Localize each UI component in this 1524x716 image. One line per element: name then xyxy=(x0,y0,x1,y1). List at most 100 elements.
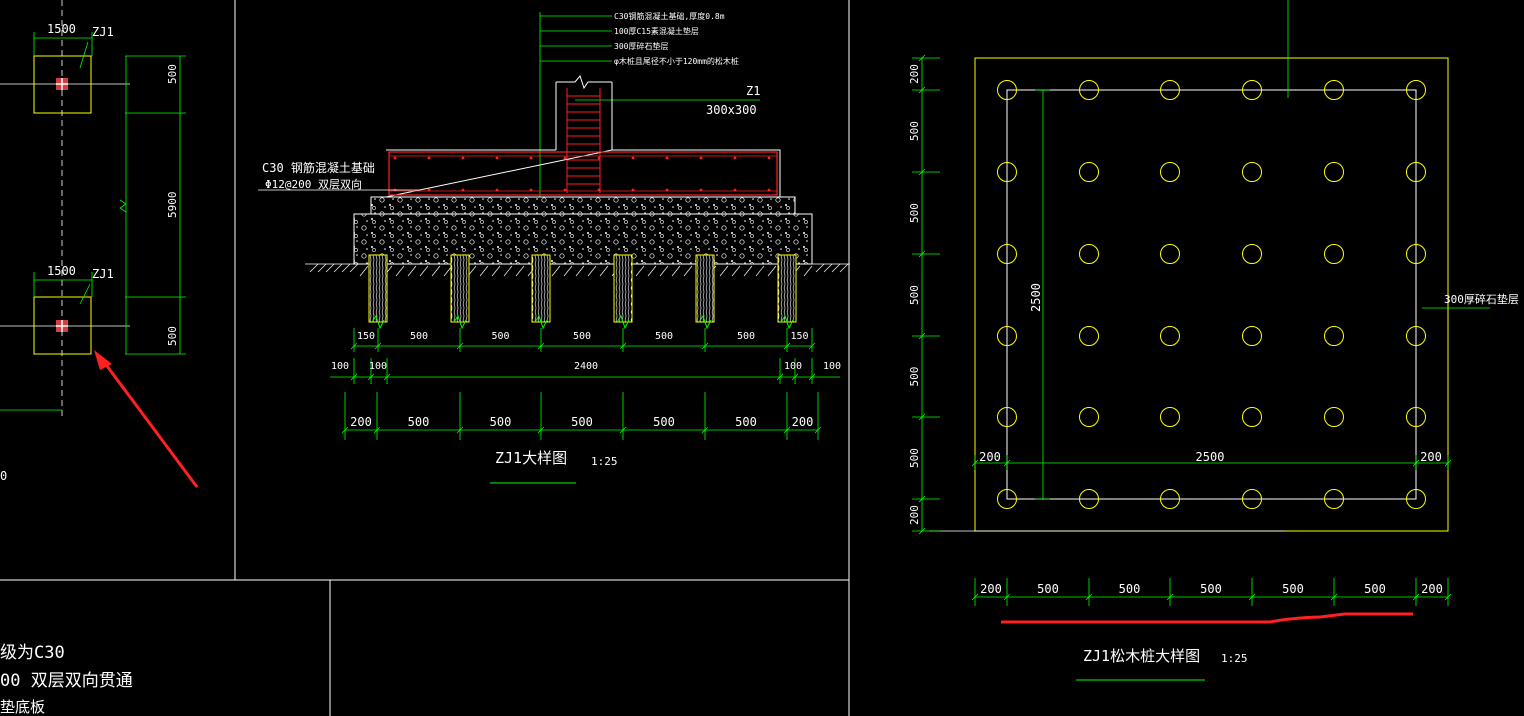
section-scale: 1:25 xyxy=(591,455,618,468)
section-detail: C30钢筋混凝土基础,厚度0.8m 100厚C15素混凝土垫层 300厚碎石垫层… xyxy=(258,11,850,484)
dim-500-top-left: 500 xyxy=(166,64,179,84)
red-underline-stroke xyxy=(1001,612,1413,624)
plan-bottom-dim-2: 500 xyxy=(1119,582,1141,596)
dim-5900: 5900 xyxy=(166,192,179,219)
pile-circle-r5-c0 xyxy=(997,489,1017,509)
pile-plan: 200 500 500 500 500 500 200 200 2500 200 200 500 500… xyxy=(908,0,1519,681)
plan-left-dim-4: 500 xyxy=(908,367,921,387)
pile-circle-r5-c1 xyxy=(1079,489,1099,509)
section-dim-row1-4: 500 xyxy=(655,331,673,342)
pile-circles xyxy=(997,80,1426,509)
section-dim-row2-1: 100 xyxy=(369,361,387,372)
rebar-note-1: C30 钢筋混凝土基础 xyxy=(262,160,375,175)
column-marker-top xyxy=(56,78,68,90)
section-dim-row3-2: 500 xyxy=(490,415,512,429)
pile-circle-r5-c3 xyxy=(1242,489,1262,509)
pile-circle-r0-c5 xyxy=(1406,80,1426,100)
section-dim-row3-1: 500 xyxy=(408,415,430,429)
plan-left-dim-6: 200 xyxy=(908,505,921,525)
pile-circle-r1-c3 xyxy=(1242,162,1262,182)
plan-dimension-lines xyxy=(912,54,1452,606)
section-dim-row1-0: 150 xyxy=(357,331,375,342)
pile-circle-r3-c1 xyxy=(1079,326,1099,346)
callout-3: 300厚碎石垫层 xyxy=(614,41,668,51)
column-section xyxy=(555,74,613,193)
section-title: ZJ1大样图 xyxy=(495,449,567,467)
column-stirrups xyxy=(567,95,600,185)
dim-1500-bottom: 1500 xyxy=(47,264,76,278)
plan-mid-dim-2: 200 xyxy=(1420,450,1442,464)
pile-circle-r0-c4 xyxy=(1324,80,1344,100)
section-dim-row1-6: 150 xyxy=(790,331,808,342)
dim-1500-top: 1500 xyxy=(47,22,76,36)
callout-1: C30钢筋混凝土基础,厚度0.8m xyxy=(614,11,725,21)
left-plan-panel: 1500 ZJ1 1500 ZJ1 500 5900 500 0 xyxy=(0,0,199,488)
pile-circle-r4-c5 xyxy=(1406,407,1426,427)
pile-circle-r1-c4 xyxy=(1324,162,1344,182)
rebar-note-2: Φ12@200 双层双向 xyxy=(265,177,362,191)
pile-circle-r1-c1 xyxy=(1079,162,1099,182)
section-dim-row3-4: 500 xyxy=(653,415,675,429)
dim-500-bottom-left: 500 xyxy=(166,326,179,346)
pile-circle-r2-c1 xyxy=(1079,244,1099,264)
pile-circle-r0-c3 xyxy=(1242,80,1262,100)
pile-circle-r5-c2 xyxy=(1160,489,1180,509)
pile-5 xyxy=(695,254,715,323)
section-dim-row2-3: 100 xyxy=(784,361,802,372)
red-annotation-arrow xyxy=(94,350,199,488)
plan-left-dim-2: 500 xyxy=(908,203,921,223)
pile-circle-r3-c2 xyxy=(1160,326,1180,346)
section-dimension-text: 150 500 500 500 500 500 150 100 100 2400 100 100 200… xyxy=(331,331,841,429)
column-label: Z1 xyxy=(746,84,760,98)
plan-left-dim-5: 500 xyxy=(908,448,921,468)
section-dim-row1-2: 500 xyxy=(491,331,509,342)
plan-bottom-dim-0: 200 xyxy=(980,582,1002,596)
plan-mid-dim-0: 200 xyxy=(979,450,1001,464)
pile-1 xyxy=(368,254,388,323)
note-line-1: 级为C30 xyxy=(0,643,65,663)
gravel-cushion-layer xyxy=(353,213,813,265)
pile-4 xyxy=(613,254,633,323)
pile-circle-r3-c4 xyxy=(1324,326,1344,346)
section-dim-row3-3: 500 xyxy=(571,415,593,429)
plan-left-dim-1: 500 xyxy=(908,121,921,141)
section-dim-row3-0: 200 xyxy=(350,415,372,429)
pile-circle-r4-c2 xyxy=(1160,407,1180,427)
plan-left-dim-0: 200 xyxy=(908,64,921,84)
pile-circle-r1-c0 xyxy=(997,162,1017,182)
pile-circle-r4-c0 xyxy=(997,407,1017,427)
plan-bottom-dim-5: 500 xyxy=(1364,582,1386,596)
plan-bottom-dim-1: 500 xyxy=(1037,582,1059,596)
pile-circle-r5-c5 xyxy=(1406,489,1426,509)
note-line-2: 00 双层双向贯通 xyxy=(0,671,133,691)
plan-left-dim-3: 500 xyxy=(908,285,921,305)
plan-bottom-dim-4: 500 xyxy=(1282,582,1304,596)
pile-circle-r2-c5 xyxy=(1406,244,1426,264)
pile-circle-r0-c0 xyxy=(997,80,1017,100)
pile-circle-r3-c5 xyxy=(1406,326,1426,346)
callout-4: φ木桩且尾径不小于120mm的松木桩 xyxy=(614,56,739,66)
section-dim-row2-4: 100 xyxy=(823,361,841,372)
column-size: 300x300 xyxy=(706,103,757,117)
zj1-label-top: ZJ1 xyxy=(92,25,114,39)
pile-circle-r3-c0 xyxy=(997,326,1017,346)
plan-inner-dim: 2500 xyxy=(1029,283,1043,312)
plan-dimension-text: 200 500 500 500 500 500 200 200 2500 200 200 500 500… xyxy=(908,64,1443,596)
section-dim-row2-0: 100 xyxy=(331,361,349,372)
pile-circle-r5-c4 xyxy=(1324,489,1344,509)
section-dim-row2-2: 2400 xyxy=(574,361,598,372)
plan-title: ZJ1松木桩大样图 xyxy=(1083,647,1200,665)
plan-scale: 1:25 xyxy=(1221,652,1248,665)
callout-2: 100厚C15素混凝土垫层 xyxy=(614,26,699,36)
pile-circle-r3-c3 xyxy=(1242,326,1262,346)
title-block-notes: 级为C30 00 双层双向贯通 垫底板 xyxy=(0,643,133,716)
pile-circle-r0-c2 xyxy=(1160,80,1180,100)
footing-outline-top xyxy=(33,55,92,114)
section-dim-row1-3: 500 xyxy=(573,331,591,342)
pile-circle-r2-c3 xyxy=(1242,244,1262,264)
zj1-label-bottom: ZJ1 xyxy=(92,267,114,281)
note-line-3: 垫底板 xyxy=(0,698,45,716)
cut-text-zero: 0 xyxy=(0,469,7,483)
pile-circle-r1-c5 xyxy=(1406,162,1426,182)
section-dim-row3-6: 200 xyxy=(792,415,814,429)
